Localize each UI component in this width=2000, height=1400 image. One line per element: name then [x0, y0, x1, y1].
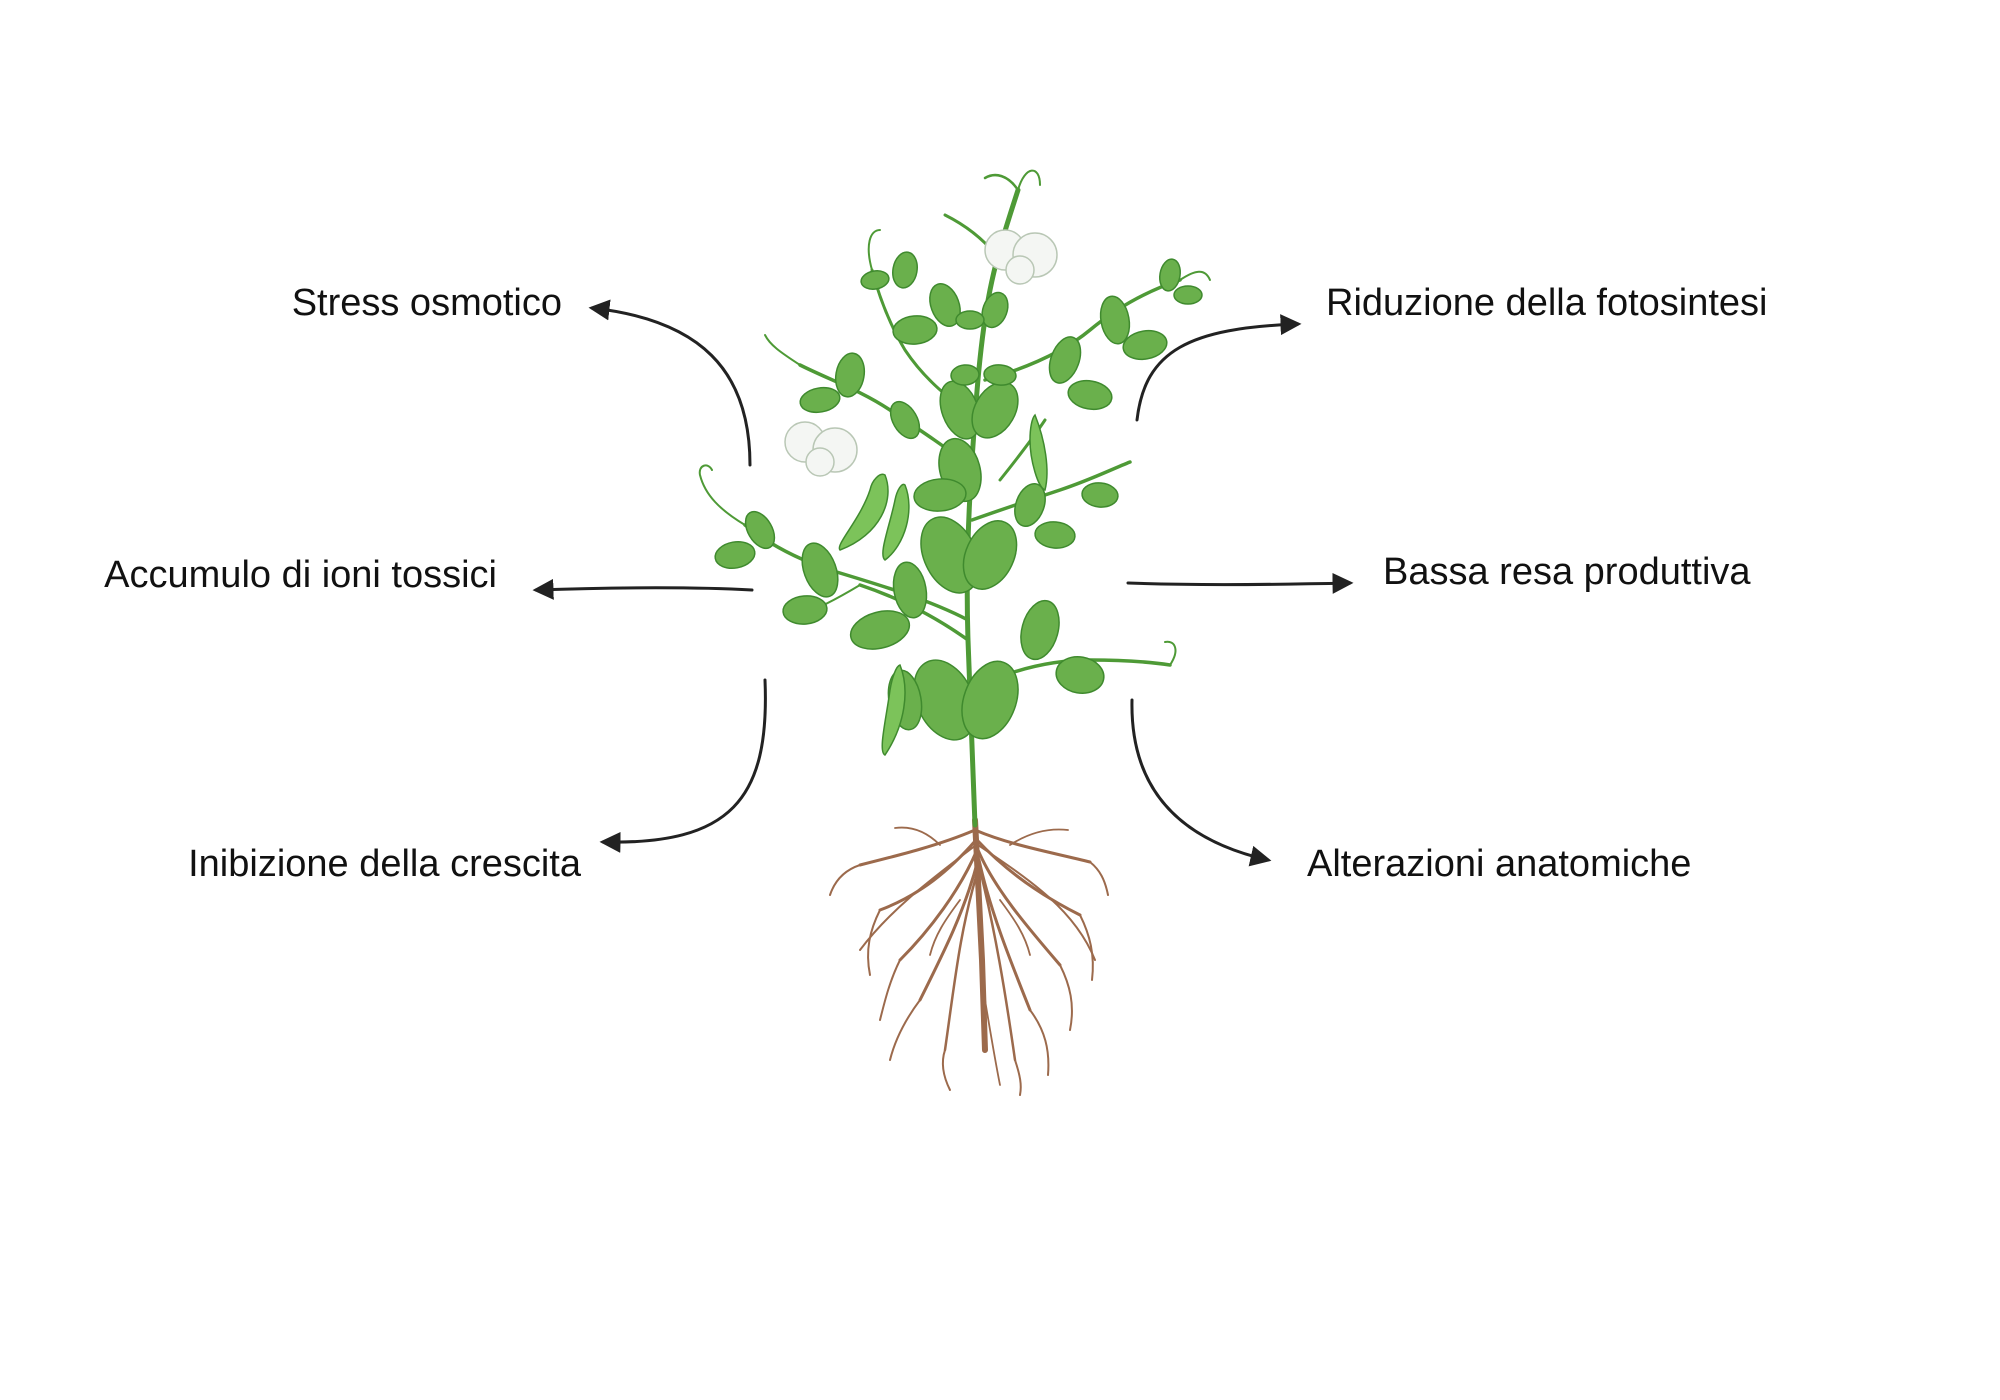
- pea-flowers: [784, 229, 1058, 477]
- pea-pods: [838, 413, 1048, 756]
- arrow-to-riduzione-fotosintesi: [1135, 314, 1302, 422]
- plant-roots: [829, 817, 1109, 1096]
- label-stress-osmotico: Stress osmotico: [292, 282, 562, 324]
- effect-labels: Stress osmotico Accumulo di ioni tossici…: [104, 282, 1767, 885]
- label-riduzione-fotosintesi: Riduzione della fotosintesi: [1326, 282, 1768, 324]
- arrow-to-stress-osmotico: [588, 299, 752, 467]
- arrow-to-inibizione-crescita: [599, 678, 767, 853]
- label-alterazioni-anatomiche: Alterazioni anatomiche: [1307, 843, 1691, 885]
- label-inibizione-crescita: Inibizione della crescita: [188, 843, 582, 885]
- arrow-to-bassa-resa: [1126, 572, 1354, 594]
- label-bassa-resa-produttiva: Bassa resa produttiva: [1383, 551, 1751, 593]
- arrow-to-alterazioni-anatomiche: [1130, 698, 1272, 867]
- label-accumulo-ioni-tossici: Accumulo di ioni tossici: [104, 554, 497, 596]
- plant-leaves: [714, 251, 1203, 741]
- pea-plant-illustration: [698, 169, 1211, 1096]
- effect-arrows: [532, 299, 1354, 867]
- arrow-to-accumulo-ioni: [532, 578, 754, 600]
